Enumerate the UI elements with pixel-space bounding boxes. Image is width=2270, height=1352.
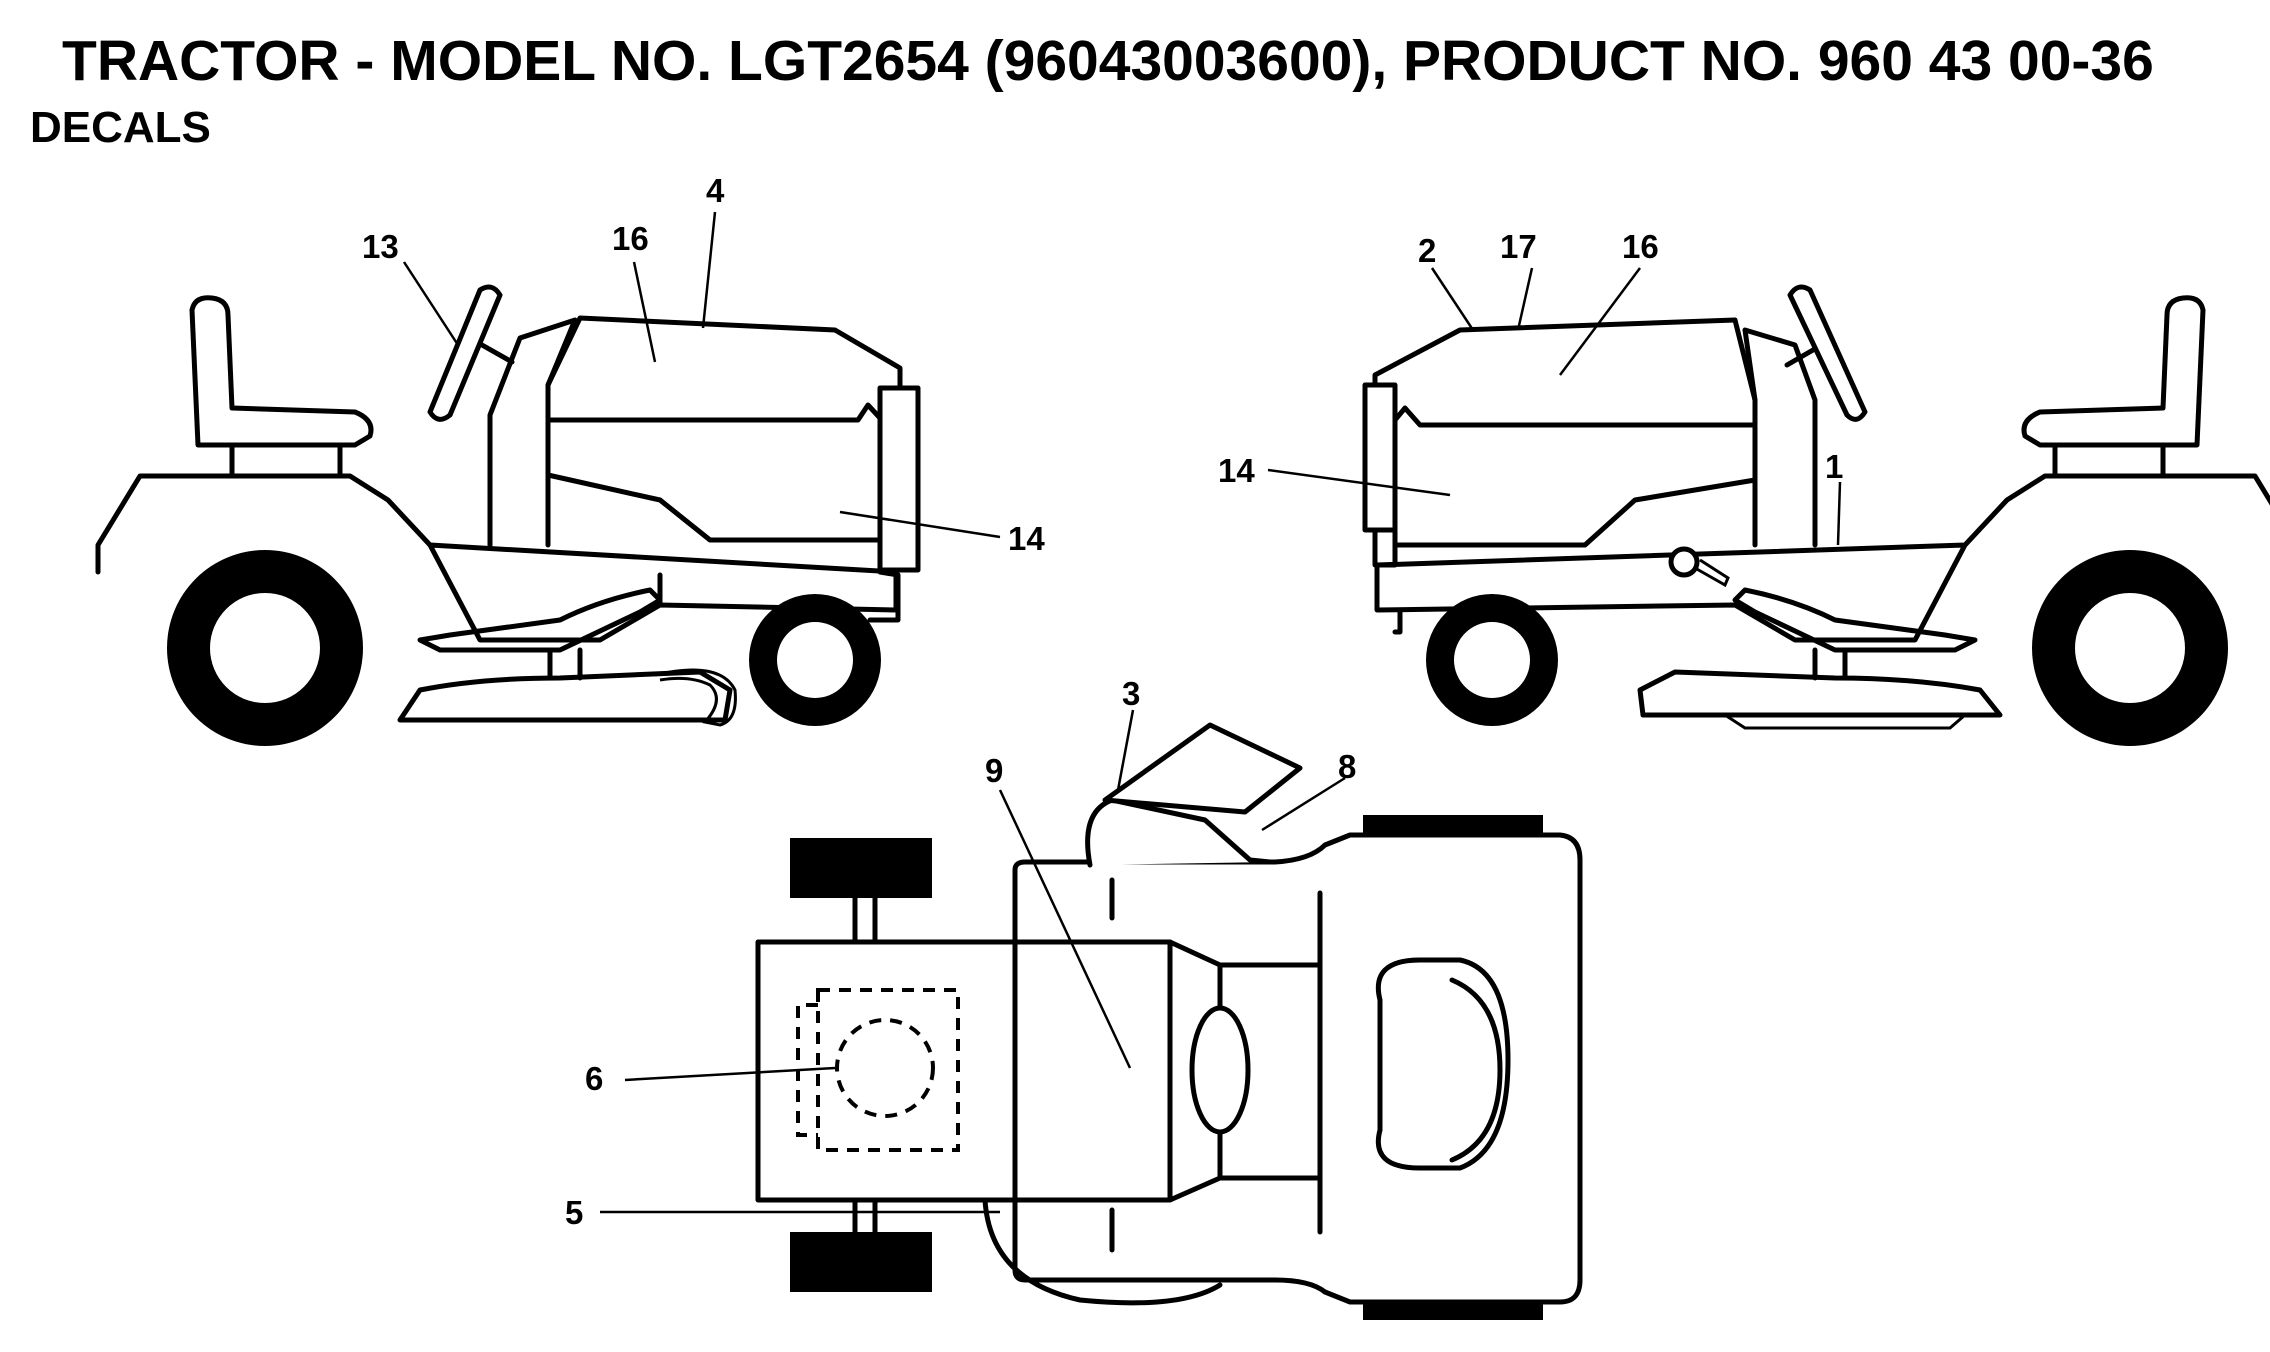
callout-8: 8 [1338,748,1356,785]
top-hood-decal-rect [816,988,960,1152]
left-hood [545,315,903,575]
callout-6: 6 [585,1060,603,1097]
right-steering-column [1784,347,1816,368]
leader-8-top [1261,776,1346,832]
leader-2-right [1430,267,1475,331]
right-front-chassis [1392,607,1403,635]
right-mower-deck [1637,669,2003,718]
tractor-right-side-view [1362,284,2270,746]
right-lift-lever-knob [1668,546,1700,578]
callout-16-left: 16 [612,220,649,257]
section-subtitle: DECALS [30,103,211,152]
top-chute-deflector [1102,722,1303,815]
leader-3-top [1116,709,1135,791]
top-front-tire-lower [1363,1302,1543,1320]
top-hood-decal-circle [835,1018,935,1118]
leader-14-right [1267,468,1451,497]
callout-9: 9 [985,752,1003,789]
right-front-rim [1454,622,1530,698]
left-seat-back [189,295,374,448]
callout-14-left: 14 [1008,520,1045,557]
left-dash-column [487,317,578,548]
left-deck-chute [654,668,737,727]
callout-1: 1 [1825,448,1843,485]
callout-13: 13 [362,228,399,265]
leader-1-right [1836,481,1842,546]
left-front-rim [777,622,853,698]
callout-17: 17 [1500,228,1537,265]
callout-2: 2 [1418,232,1436,269]
callout-3: 3 [1122,675,1140,712]
top-dash-oval [1189,1005,1251,1135]
top-rear-tire-upper [790,838,932,898]
top-rear-tire-lower [790,1232,932,1292]
callout-16-right: 16 [1622,228,1659,265]
left-hood-side [545,472,883,543]
right-grille [1362,382,1398,533]
callout-5: 5 [565,1194,583,1231]
callout-leaders [402,211,1842,1214]
page-title: TRACTOR - MODEL NO. LGT2654 (96043003600… [62,29,2154,93]
leader-4-left [701,211,717,329]
left-grille [877,385,921,573]
leader-14-left [839,510,1001,539]
right-steering-wheel [1787,284,1868,422]
leader-17-right [1516,267,1534,331]
leader-16-left [632,261,657,363]
right-seat-back [2021,295,2206,448]
top-discharge-chute [1085,797,1273,868]
tractor-top-view [755,722,1583,1320]
right-rear-rim [2075,593,2185,703]
right-dash-column [1742,327,1818,548]
right-hood-side [1392,477,1758,548]
right-lift-lever [1694,558,1730,588]
callout-14-right: 14 [1218,452,1255,489]
callout-labels: 13 16 4 14 2 17 16 14 1 3 8 9 6 5 [362,172,1843,1231]
right-hood [1372,317,1758,568]
left-mower-deck [397,669,733,723]
left-seat-base [229,442,343,479]
leader-13-left [402,261,460,346]
leader-16-right [1558,267,1642,376]
top-deck-outline [982,1197,1223,1306]
right-deck-chute [1724,713,1966,730]
right-deck-hangers [1812,647,1848,681]
right-seat-base [2052,442,2166,479]
top-rear-axle [852,895,878,1235]
left-footrest [417,587,663,653]
right-footrest [1732,587,1978,653]
right-rear-fender [1374,473,2270,643]
left-steering-column [479,342,515,365]
leader-6-top [624,1066,836,1082]
callout-4: 4 [706,172,725,209]
left-steering-wheel [427,284,503,422]
top-front-tire-upper [1363,815,1543,833]
left-deck-hangers [547,647,583,681]
top-seat-back [1449,977,1503,1163]
leader-9-top [998,789,1132,1069]
tractor-left-side-view [95,284,921,746]
top-seat [1376,957,1511,1171]
left-rear-rim [210,593,320,703]
